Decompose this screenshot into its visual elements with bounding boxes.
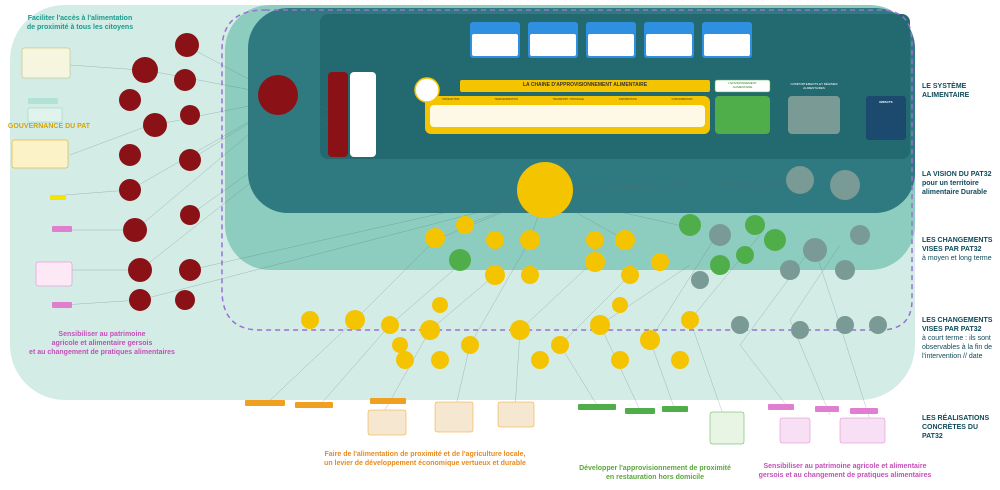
yellow-clouds [301, 216, 699, 369]
chain-inner [430, 105, 705, 127]
impacts-box [866, 96, 906, 140]
chain-title-bar [460, 80, 710, 92]
theme-developper: Développer l'approvisionnement de proxim… [579, 465, 731, 481]
label-realisations: LES RÉALISATIONS CONCRÈTES DU PAT32 [922, 414, 1000, 441]
environment-title: L'ENVIRONNEMENT ALIMENTAIRE [728, 81, 757, 89]
theme-acces: Faciliter l'accès à l'alimentation de pr… [26, 15, 134, 31]
connector-lines [62, 44, 871, 421]
chain-step: CONSOMMATION [671, 98, 693, 101]
purple-dashed-border [221, 9, 913, 331]
dark-red-clouds [119, 33, 298, 311]
theme-faire: Faire de l'alimentation de proximité et … [324, 451, 526, 467]
label-changements-mlt: LES CHANGEMENTS VISES PAR PAT32 à moyen … [922, 236, 992, 263]
red-panel [328, 72, 348, 157]
chain-steps: PRODUCTION TRANSFORMATION TRANSPORT / ST… [425, 98, 710, 101]
chain-step: TRANSFORMATION [494, 98, 518, 101]
environment-header [714, 79, 771, 93]
competences-box [788, 96, 840, 134]
chain-step: DISTRIBUTION [618, 98, 637, 101]
label-realisations-title: LES RÉALISATIONS CONCRÈTES DU PAT32 [922, 415, 990, 440]
blue-boxes [470, 22, 752, 58]
vision-circle [517, 162, 573, 218]
label-changements-ct-title: LES CHANGEMENTS VISES PAR PAT32 [922, 317, 993, 333]
label-systeme-title: LE SYSTÈME ALIMENTAIRE [922, 83, 970, 99]
theme-sensibiliser-bottom: Sensibiliser au patrimoine agricole et a… [758, 463, 932, 479]
white-panel [350, 72, 376, 157]
green-clouds [449, 214, 786, 275]
realisations-boxes [245, 398, 886, 445]
label-changements-ct-sub: à court terme : ils sont observables à l… [922, 335, 993, 360]
label-changements-mlt-sub: à moyen et long terme [922, 255, 992, 262]
chain-title: LA CHAINE D'APPROVISIONNEMENT ALIMENTAIR… [522, 82, 648, 88]
grey-clouds [691, 166, 887, 339]
left-boxes [11, 47, 73, 308]
impacts-title: IMPACTS [879, 100, 893, 104]
chain-step: PRODUCTION [442, 98, 460, 101]
label-vision: LA VISION DU PAT32 pour un territoire al… [922, 170, 992, 197]
label-changements-mlt-title: LES CHANGEMENTS VISES PAR PAT32 [922, 237, 993, 253]
chain-step: TRANSPORT / STOCKAGE [552, 98, 584, 101]
theme-sensibiliser-left: Sensibiliser au patrimoine agricole et a… [29, 331, 175, 356]
environment-box [715, 96, 770, 134]
competences-title: COMPORTEMENTS ET RÉGIMES ALIMENTAIRES [790, 82, 838, 90]
label-vision-title: LA VISION DU PAT32 pour un territoire al… [922, 171, 992, 196]
label-systeme: LE SYSTÈME ALIMENTAIRE [922, 82, 969, 100]
chain-start-circle [414, 77, 440, 103]
label-changements-ct: LES CHANGEMENTS VISES PAR PAT32 à court … [922, 316, 992, 361]
theme-gouvernance: GOUVERNANCE DU PAT [7, 123, 91, 130]
